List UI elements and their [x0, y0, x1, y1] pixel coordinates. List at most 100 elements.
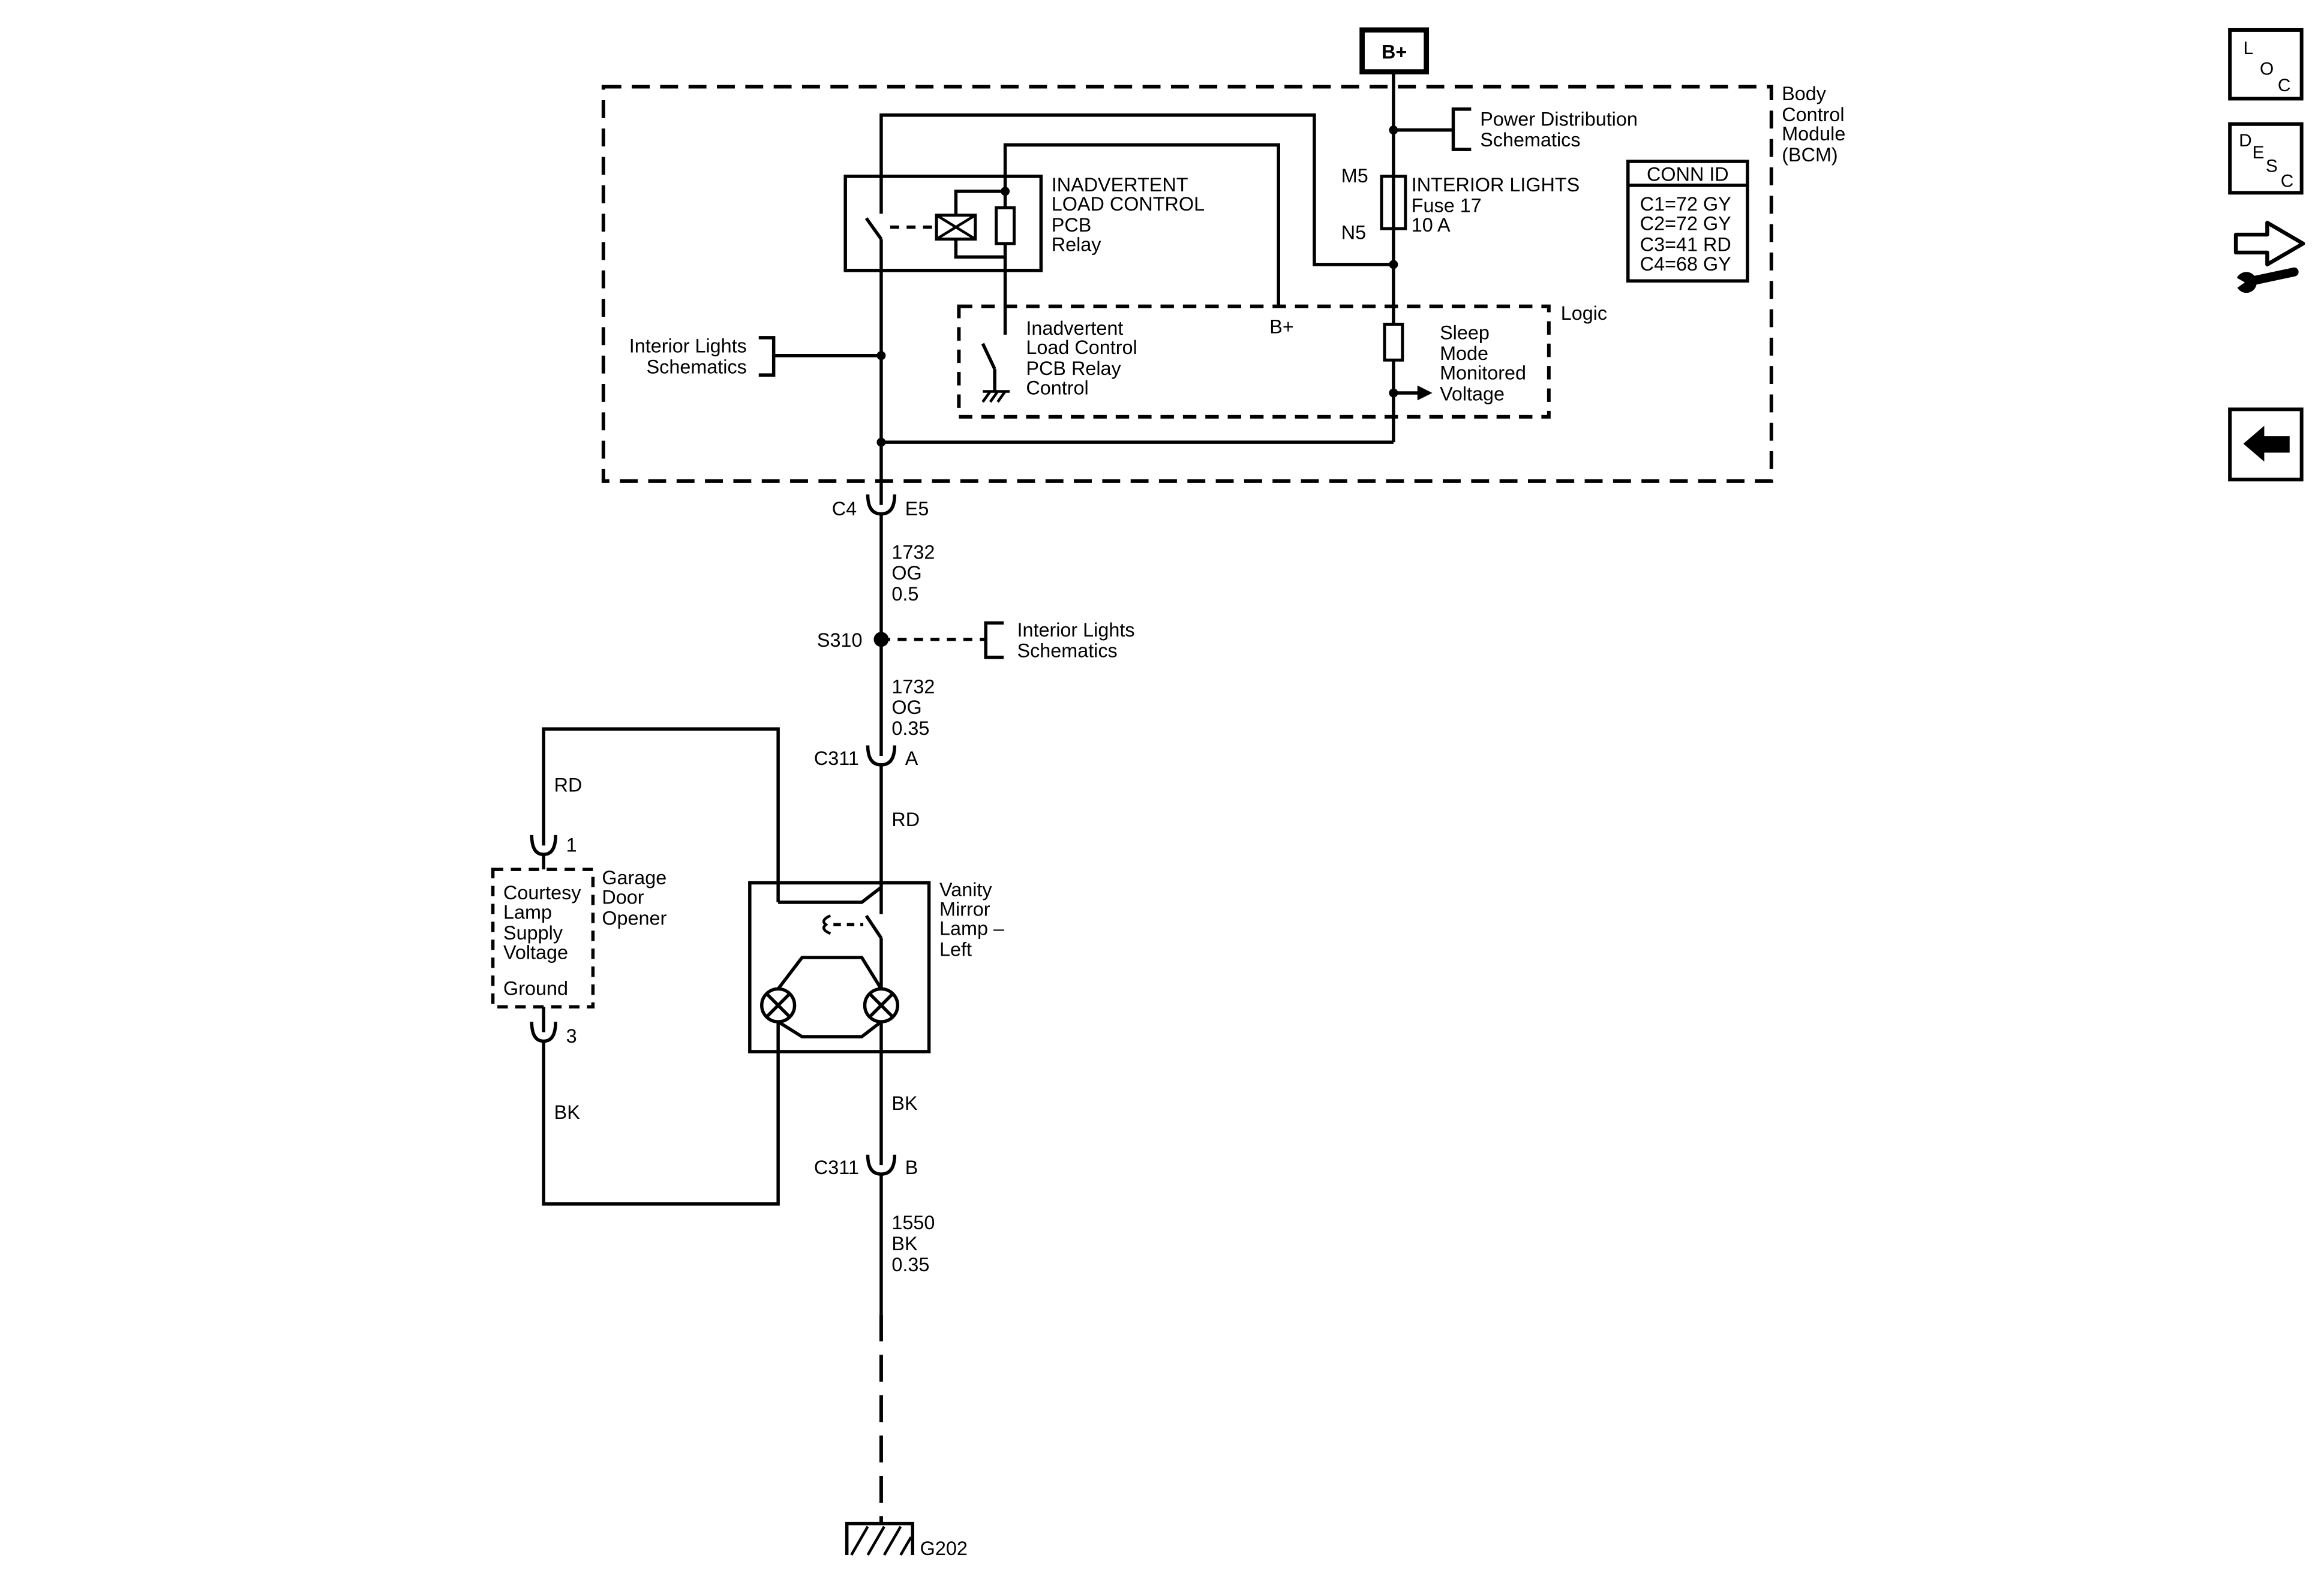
relay-control-label-line: PCB Relay [1026, 358, 1121, 379]
tools-wrench-shaft[interactable] [2248, 267, 2299, 286]
wire-garage-ground [542, 1022, 780, 1206]
power-distribution-reference: Power Distribution Schematics [1389, 107, 1638, 151]
desc-button-letter[interactable]: C [2281, 171, 2294, 191]
loc-button-frame[interactable] [2228, 28, 2304, 101]
courtesy-lamp-label-line: Supply [503, 922, 563, 944]
courtesy-lamp-label-line: Courtesy [503, 882, 581, 903]
conn-id-table: CONN ID C1=72 GY C2=72 GY C3=41 RD C4=68… [1626, 160, 1749, 283]
back-arrow-icon[interactable] [2243, 425, 2290, 462]
connector-pin: 1 [566, 834, 577, 855]
bulb-top-bus [776, 956, 883, 990]
chassis-ground-hatch [850, 1526, 912, 1556]
bulb-filament-cross [765, 992, 791, 1019]
chassis-ground-icon [845, 1521, 914, 1555]
relay-label-line: INADVERTENT [1052, 174, 1188, 196]
sleep-mode-resistor [1383, 322, 1404, 362]
wire-spec-line: 0.5 [891, 583, 918, 605]
wire-fuse-to-relay-switch [879, 113, 1394, 266]
garage-name-line: Door [602, 886, 644, 908]
desc-button-letter[interactable]: D [2239, 131, 2252, 151]
conn-id-row: C4=68 GY [1640, 253, 1731, 275]
fuse-label-line: Fuse 17 [1412, 195, 1482, 217]
relay-control-label-line: Control [1026, 377, 1088, 398]
wire-color-label: RD [891, 809, 920, 830]
fuse-label-line: INTERIOR LIGHTS [1412, 174, 1580, 196]
splice-s310: S310 Interior Lights Schematics [817, 619, 1135, 662]
wire-spec-line: 0.35 [891, 718, 929, 739]
bcm-logic-block: Logic B+ Inadvertent Load Control PCB Re… [957, 302, 1607, 419]
connector-pin: 3 [566, 1025, 577, 1047]
wire-spec-line: OG [891, 562, 921, 584]
desc-button-letter[interactable]: E [2252, 143, 2264, 163]
vanity-mirror-lamp-left: Vanity Mirror Lamp – Left [748, 879, 1004, 1053]
vanity-label-line: Mirror [939, 898, 990, 920]
lamp-bulb-icon [863, 987, 900, 1023]
wire-spec-line: BK [891, 1233, 918, 1254]
junction-dot [1389, 260, 1398, 269]
relay-outline [843, 175, 1043, 272]
relay-switch-blade [864, 217, 883, 241]
bplus-power-source: B+ [1359, 27, 1430, 75]
desc-button[interactable]: D E S C [2228, 122, 2304, 195]
connector-id: C311 [814, 748, 859, 769]
relay-label-line: PCB [1052, 214, 1092, 236]
loc-button-letter[interactable]: O [2260, 59, 2274, 79]
connector-tools-icon[interactable] [2233, 220, 2305, 293]
wire-color-label: RD [554, 775, 582, 796]
tools-wrench-jaw[interactable] [2234, 276, 2245, 290]
wire-spec-line: 1732 [891, 541, 935, 563]
wire-color-label: BK [891, 1092, 918, 1114]
conn-id-frame [1626, 160, 1749, 283]
wire-spec-line: 1732 [891, 676, 935, 697]
bcm-name: Body Control Module (BCM) [1782, 83, 1845, 166]
tools-arrow[interactable] [2233, 220, 2305, 267]
relay-control-switch-blade [981, 343, 996, 370]
loc-button-letter[interactable]: C [2278, 76, 2291, 95]
loc-button[interactable]: L O C [2228, 28, 2304, 101]
vanity-switch-blade [864, 914, 883, 939]
sleep-mode-label-line: Mode [1440, 343, 1488, 364]
back-button[interactable] [2228, 407, 2304, 482]
desc-button-letter[interactable]: S [2266, 156, 2278, 176]
loc-button-letter[interactable]: L [2244, 38, 2254, 58]
interior-lights-ref-line: Interior Lights [1017, 619, 1134, 641]
conn-id-row: C1=72 GY [1640, 193, 1731, 215]
bcm-name-line: Module [1782, 123, 1845, 145]
desc-button-frame[interactable] [2228, 122, 2304, 195]
vanity-label-line: Left [939, 939, 972, 960]
conn-id-row: C2=72 GY [1640, 213, 1731, 235]
lamp-bulb-icon [760, 987, 797, 1023]
connector-c311-b: C311 B [814, 1154, 918, 1178]
vanity-lamp-outline [748, 881, 931, 1053]
sleep-mode-label-line: Voltage [1440, 383, 1505, 404]
relay-control-label-line: Inadvertent [1026, 317, 1123, 339]
schematic-ref-bracket [758, 336, 776, 377]
wire-spec-line: OG [891, 697, 921, 718]
bplus-label: B+ [1382, 41, 1407, 62]
wire-garage-supply [542, 727, 780, 902]
vanity-switch-common [778, 885, 882, 904]
logic-outline [957, 304, 1551, 419]
interior-lights-fuse: M5 N5 INTERIOR LIGHTS Fuse 17 10 A [1341, 71, 1580, 244]
relay-coil-lead-top [954, 190, 1005, 215]
vanity-label-line: Lamp – [939, 918, 1004, 939]
tools-wrench-head[interactable] [2236, 272, 2257, 293]
interior-lights-ref-line: Interior Lights [629, 335, 747, 357]
power-distribution-ref-line: Schematics [1480, 129, 1580, 151]
conn-id-header: CONN ID [1647, 163, 1729, 185]
bcm-name-line: Body [1782, 83, 1827, 104]
bulb-filament-cross [868, 992, 894, 1019]
logic-label: Logic [1561, 302, 1607, 324]
interior-lights-ref-line: Schematics [647, 356, 747, 378]
sleep-mode-arrowhead [1417, 385, 1433, 401]
relay-coil-lead-bottom [954, 239, 1005, 259]
courtesy-lamp-label-line: Lamp [503, 901, 552, 923]
connector-pin: B [905, 1157, 918, 1178]
schematic-ref-bracket [984, 621, 1004, 659]
courtesy-lamp-label-line: Voltage [503, 942, 568, 963]
connector-pin: A [905, 748, 918, 769]
bcm-name-line: (BCM) [1782, 144, 1837, 166]
bulb-bottom-bus [777, 1020, 882, 1038]
garage-name-line: Opener [602, 907, 666, 929]
relay-label-line: Relay [1052, 233, 1102, 255]
